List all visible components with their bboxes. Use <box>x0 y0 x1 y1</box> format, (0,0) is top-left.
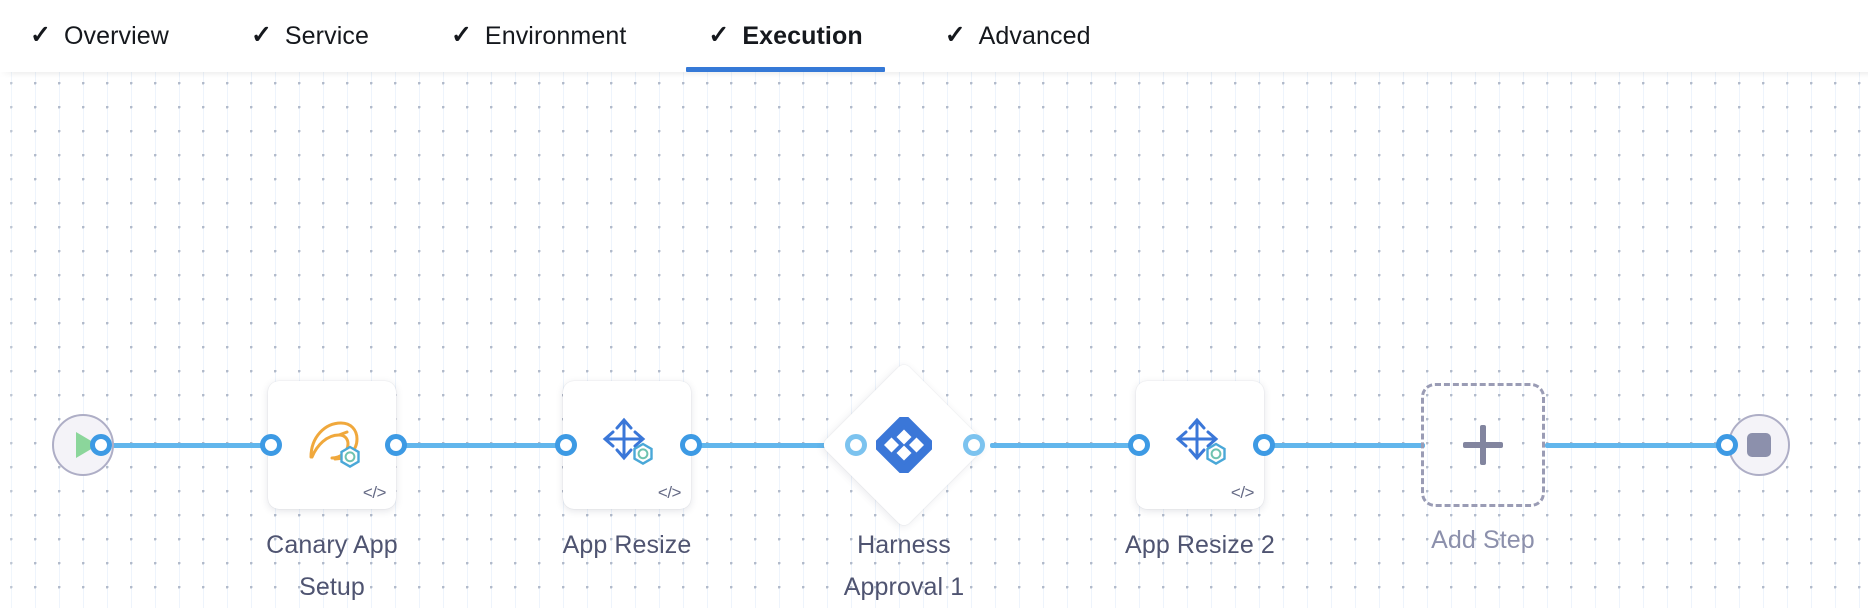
canary-bird-icon <box>268 411 396 473</box>
stop-icon <box>1747 433 1771 457</box>
port-approval-out[interactable] <box>963 434 985 456</box>
port-start-out[interactable] <box>90 434 112 456</box>
code-icon[interactable]: </> <box>657 483 682 502</box>
step-card-canary-app-setup[interactable]: </> <box>268 381 396 509</box>
step-label-canary-app-setup: Canary App Setup <box>266 531 398 601</box>
step-card-app-resize-2[interactable]: </> <box>1136 381 1264 509</box>
step-label-app-resize-2: App Resize 2 <box>1125 531 1275 559</box>
tab-label: Environment <box>484 21 627 50</box>
plus-icon <box>1463 425 1503 465</box>
check-icon: ✓ <box>944 20 966 49</box>
port-canary-out[interactable] <box>385 434 407 456</box>
add-step-button[interactable] <box>1421 383 1545 507</box>
check-icon: ✓ <box>708 20 730 49</box>
step-card-app-resize[interactable]: </> <box>563 381 691 509</box>
tab-overview[interactable]: ✓ Overview <box>30 0 169 72</box>
port-canary-in[interactable] <box>260 434 282 456</box>
tab-environment[interactable]: ✓ Environment <box>451 0 626 72</box>
port-approval-in[interactable] <box>845 434 867 456</box>
connector-canary-to-resize <box>400 443 570 448</box>
connector-start-to-canary <box>100 443 270 448</box>
tab-label: Execution <box>742 21 863 50</box>
port-resize2-in[interactable] <box>1128 434 1150 456</box>
connector-addstep-to-end <box>1545 443 1725 448</box>
connector-resize2-to-addstep <box>1265 443 1425 448</box>
connector-resize-to-approval <box>690 443 855 448</box>
port-resize2-out[interactable] <box>1253 434 1275 456</box>
wizard-tab-bar: ✓ Overview ✓ Service ✓ Environment ✓ Exe… <box>0 0 1868 72</box>
connector-approval-to-resize2 <box>990 443 1138 448</box>
tab-execution[interactable]: ✓ Execution <box>686 0 886 72</box>
tab-service[interactable]: ✓ Service <box>251 0 369 72</box>
tab-label: Overview <box>63 21 169 50</box>
check-icon: ✓ <box>250 20 272 49</box>
code-icon[interactable]: </> <box>1230 483 1255 502</box>
pipeline-flow: </> Canary App Setup <box>0 72 1868 608</box>
code-icon[interactable]: </> <box>362 483 387 502</box>
port-resize-out[interactable] <box>680 434 702 456</box>
execution-pipeline-canvas[interactable]: </> Canary App Setup <box>0 72 1868 608</box>
resize-arrows-icon <box>1136 411 1264 473</box>
tab-label: Advanced <box>978 21 1091 50</box>
check-icon: ✓ <box>450 20 472 49</box>
step-label-app-resize: App Resize <box>562 531 692 559</box>
port-resize-in[interactable] <box>555 434 577 456</box>
step-label-harness-approval-1: Harness Approval 1 <box>843 531 965 601</box>
resize-arrows-icon <box>563 411 691 473</box>
pipeline-end-node[interactable] <box>1728 414 1790 476</box>
add-step-label: Add Step <box>1431 526 1535 554</box>
tab-label: Service <box>284 21 369 50</box>
check-icon: ✓ <box>30 20 51 49</box>
port-end-in[interactable] <box>1716 434 1738 456</box>
tab-advanced[interactable]: ✓ Advanced <box>945 0 1091 72</box>
